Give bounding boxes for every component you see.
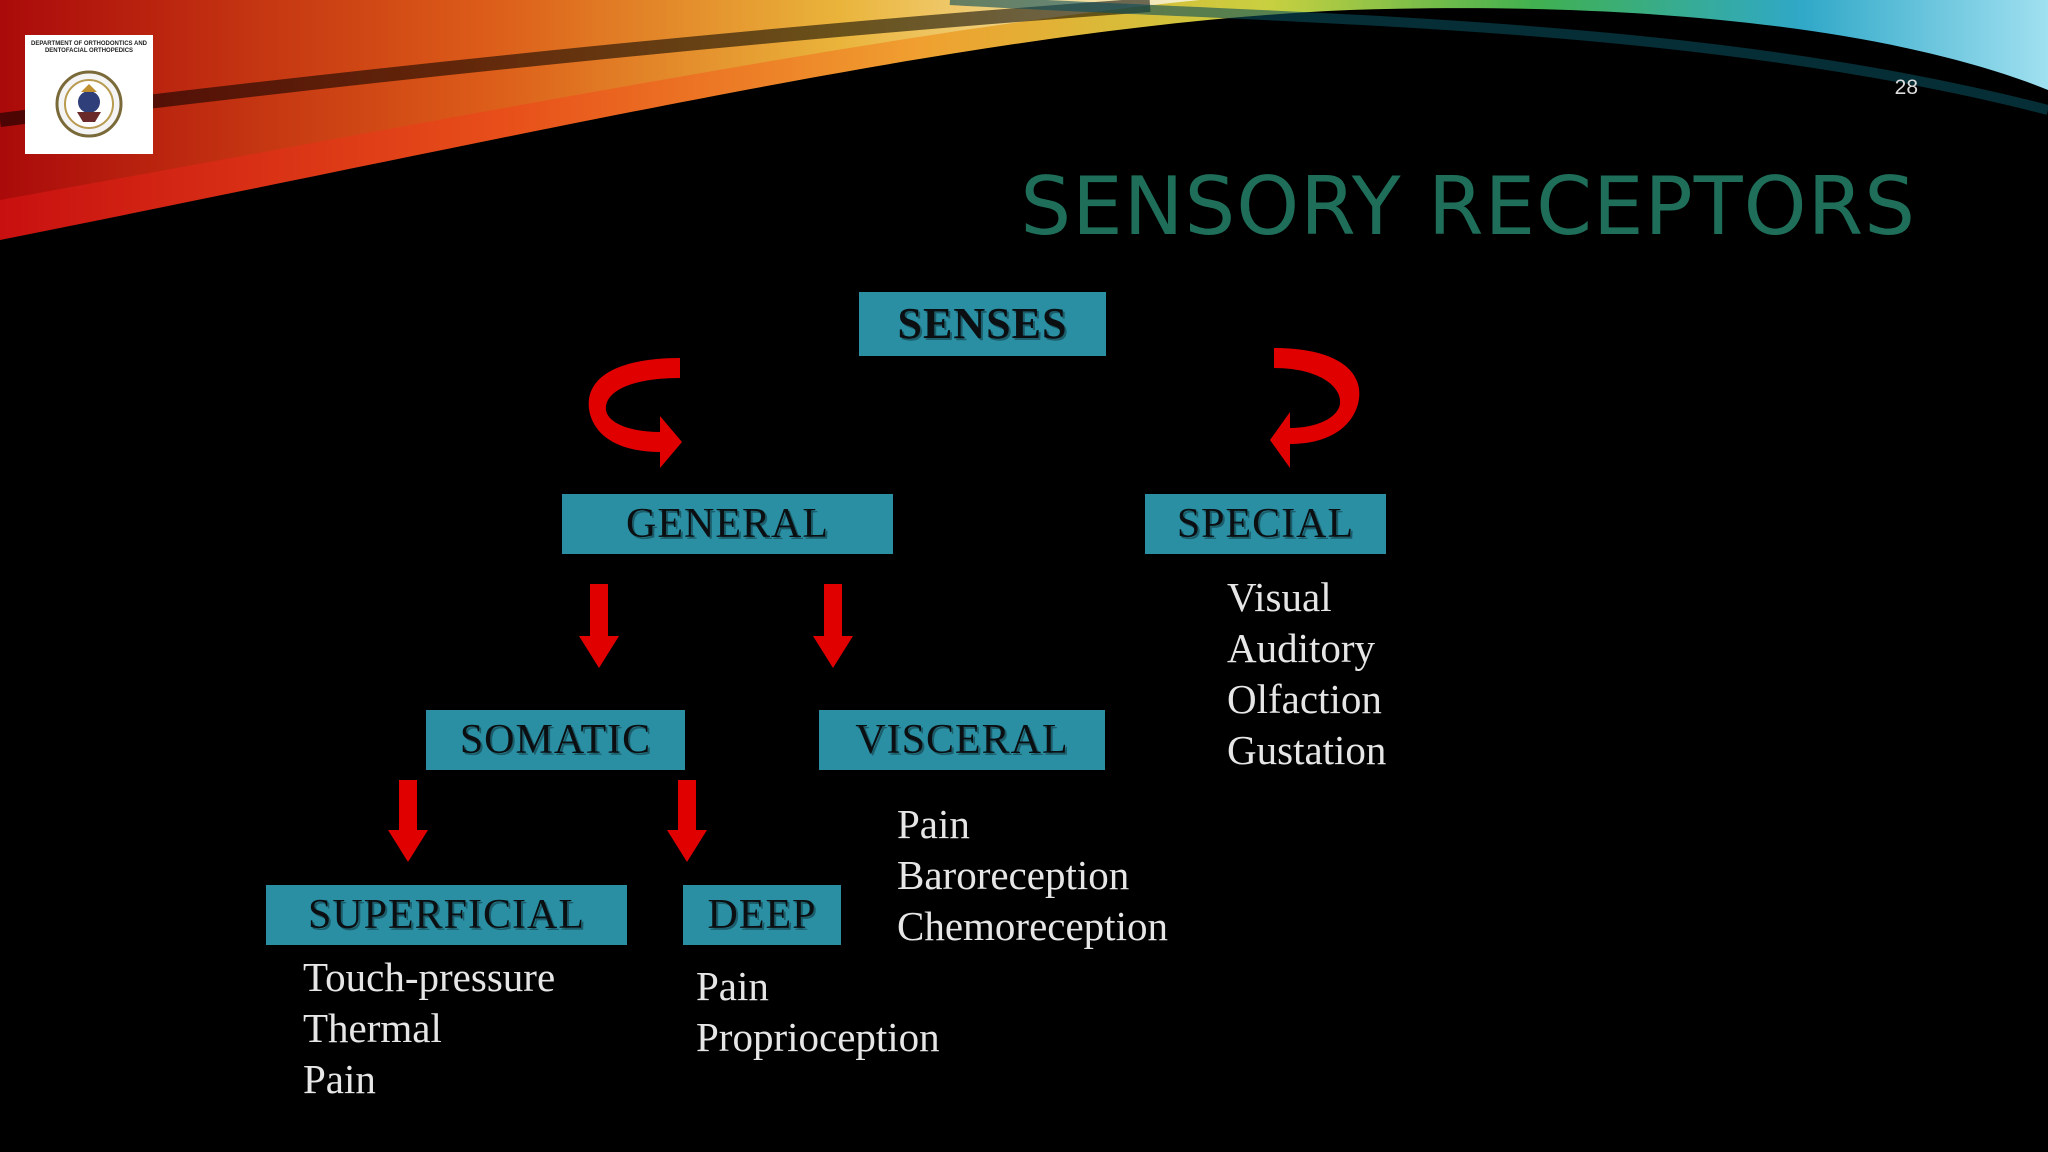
special-box: SPECIAL xyxy=(1145,494,1386,554)
list-item: Gustation xyxy=(1227,727,1387,773)
list-item: Thermal xyxy=(303,1005,442,1051)
down-arrow-somatic-deep xyxy=(667,780,707,862)
down-arrow-general-somatic xyxy=(579,584,619,668)
list-item: Baroreception xyxy=(897,852,1130,898)
list-item: Olfaction xyxy=(1227,676,1382,722)
visceral-list: Pain Baroreception Chemoreception xyxy=(897,799,1168,952)
senses-box: SENSES xyxy=(859,292,1106,356)
deep-list: Pain Proprioception xyxy=(696,961,940,1063)
slide-title: SENSORY RECEPTORS xyxy=(1020,160,1916,253)
curved-arrow-left xyxy=(588,358,682,468)
curved-arrow-right xyxy=(1270,348,1360,468)
superficial-box: SUPERFICIAL xyxy=(266,885,627,945)
down-arrow-somatic-superficial xyxy=(388,780,428,862)
slide-number: 28 xyxy=(1894,76,1918,99)
seal-emblem-icon xyxy=(55,70,123,138)
list-item: Pain xyxy=(303,1056,376,1102)
deep-box: DEEP xyxy=(683,885,841,945)
superficial-list: Touch-pressure Thermal Pain xyxy=(303,952,555,1105)
general-box: GENERAL xyxy=(562,494,893,554)
list-item: Auditory xyxy=(1227,625,1376,671)
list-item: Visual xyxy=(1227,574,1332,620)
department-logo: DEPARTMENT OF ORTHODONTICS AND DENTOFACI… xyxy=(25,35,153,154)
list-item: Pain xyxy=(897,801,970,847)
list-item: Chemoreception xyxy=(897,903,1168,949)
somatic-box: SOMATIC xyxy=(426,710,685,770)
special-senses-list: Visual Auditory Olfaction Gustation xyxy=(1227,572,1386,776)
list-item: Pain xyxy=(696,963,769,1009)
visceral-box: VISCERAL xyxy=(819,710,1105,770)
list-item: Touch-pressure xyxy=(303,954,556,1000)
logo-department-text: DEPARTMENT OF ORTHODONTICS AND DENTOFACI… xyxy=(31,41,147,54)
down-arrow-general-visceral xyxy=(813,584,853,668)
decorative-swoosh xyxy=(0,0,2048,240)
list-item: Proprioception xyxy=(696,1014,940,1060)
